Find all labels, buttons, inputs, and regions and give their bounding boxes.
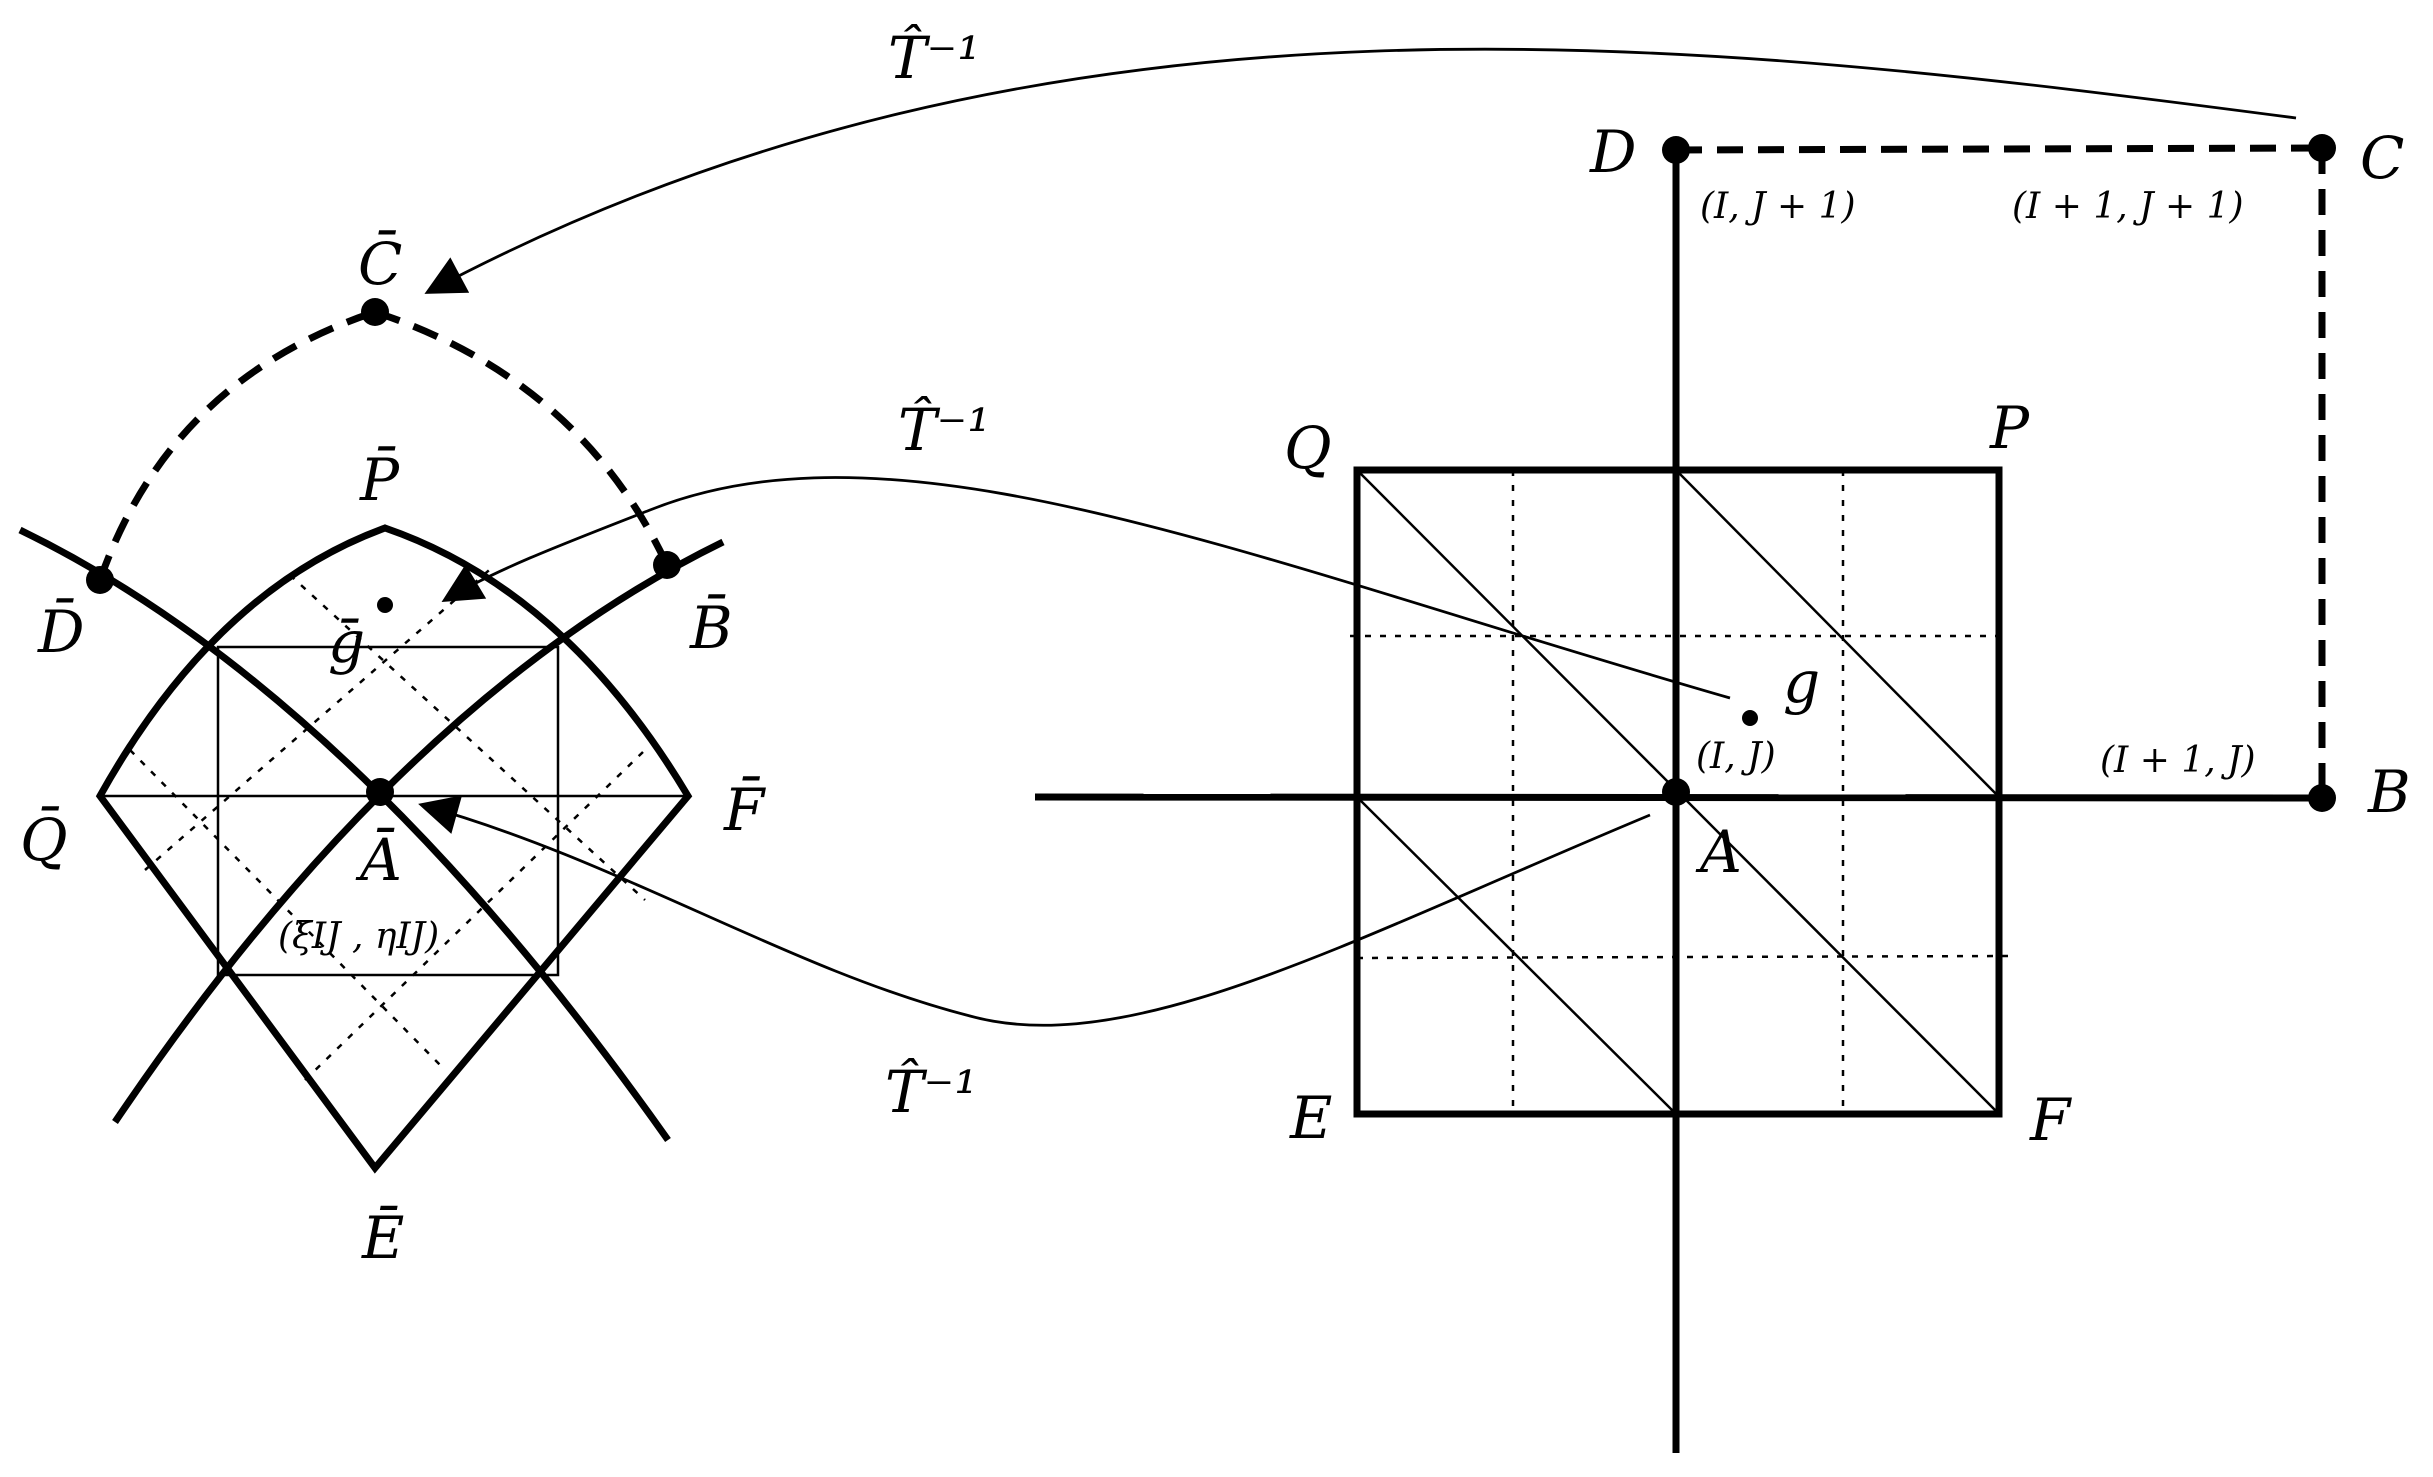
diagonal-line xyxy=(1675,469,2000,798)
arrow-g-to-g-bar xyxy=(441,476,1731,700)
point-c xyxy=(2308,134,2336,162)
dotted-diagonal xyxy=(129,749,446,1071)
diagonal-line xyxy=(1356,796,1677,1115)
index-d: (I, J + 1) xyxy=(1700,186,1856,227)
dashed-edge-dc xyxy=(1675,144,2323,154)
dotted-grid-line xyxy=(1356,954,2011,960)
arrow-a-to-a-bar xyxy=(418,795,1651,1027)
index-a: (I, J) xyxy=(1696,736,1776,777)
map-label-middle: T̂⁻¹ xyxy=(898,395,991,464)
label-coords: (ξIJ , ηIJ) xyxy=(278,916,439,957)
curve-b-to-lower-left xyxy=(112,538,725,1124)
dashed-arc-dc xyxy=(96,308,377,582)
point-c-bar xyxy=(361,298,389,326)
dashed-arc-cb xyxy=(373,308,671,567)
dotted-diagonal xyxy=(289,574,646,901)
point-b-bar xyxy=(653,551,681,579)
label-e: E xyxy=(1289,1084,1332,1152)
index-c: (I + 1, J + 1) xyxy=(2012,186,2244,227)
point-g-bar xyxy=(377,597,393,613)
curve-d-to-lower-right xyxy=(18,526,671,1143)
label-f: F xyxy=(2029,1086,2072,1154)
label-b: B xyxy=(2367,758,2411,826)
label-p-bar: P̄ xyxy=(359,445,400,514)
label-g-bar: ḡ xyxy=(328,608,365,676)
label-a: A xyxy=(1695,818,1742,886)
label-g: g xyxy=(1783,648,1820,716)
label-q-bar: Q̄ xyxy=(20,805,68,874)
label-d: D xyxy=(1589,118,1637,186)
point-d xyxy=(1662,136,1690,164)
dotted-diagonal xyxy=(144,564,496,871)
curved-diamond xyxy=(95,524,693,1174)
point-a xyxy=(1662,778,1690,806)
map-label-top: T̂⁻¹ xyxy=(888,23,981,92)
label-b-bar: B̄ xyxy=(689,593,733,662)
label-e-bar: Ē xyxy=(361,1204,404,1272)
label-c: C xyxy=(2360,124,2404,192)
label-a-bar: Ā xyxy=(355,826,402,894)
control-volume-square xyxy=(1353,466,2003,1118)
label-d-bar: D̄ xyxy=(37,597,85,666)
computational-grid: D C B A P Q E F g (I, J + 1) (I + 1, J +… xyxy=(1034,118,2411,1453)
point-d-bar xyxy=(86,566,114,594)
inner-square xyxy=(216,645,560,977)
arrow-c-to-c-bar xyxy=(424,47,2297,294)
map-label-bottom: T̂⁻¹ xyxy=(885,1057,978,1126)
label-q: Q xyxy=(1284,414,1332,482)
dotted-diagonal xyxy=(304,749,646,1081)
physical-cell: C̄ D̄ B̄ P̄ Q̄ Ā F̄ Ē ḡ (ξIJ , ηIJ) xyxy=(18,229,766,1272)
point-a-bar xyxy=(366,778,394,806)
index-b: (I + 1, J) xyxy=(2100,740,2256,781)
label-f-bar: F̄ xyxy=(723,775,766,844)
point-g xyxy=(1742,710,1758,726)
label-p: P xyxy=(1989,394,2030,462)
point-b xyxy=(2308,784,2336,812)
mapping-arrows: T̂⁻¹ T̂⁻¹ T̂⁻¹ xyxy=(418,23,2297,1126)
label-c-bar: C̄ xyxy=(358,229,402,298)
